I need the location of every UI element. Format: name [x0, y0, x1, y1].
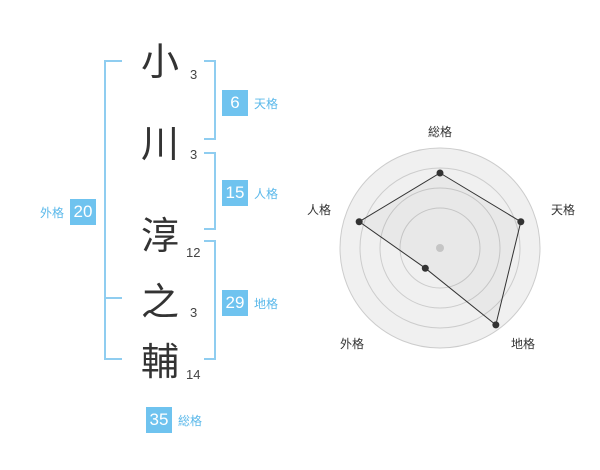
gaikaku-bracket-tick	[104, 297, 122, 299]
radar-series-polygon	[358, 172, 522, 326]
radar-point-3	[492, 321, 500, 329]
stroke-count-5: 14	[186, 367, 201, 382]
radar-grid-ring-1	[339, 147, 541, 349]
stroke-count-2: 3	[190, 147, 198, 162]
gaikaku-value: 20	[70, 199, 97, 225]
chikaku-bracket	[204, 240, 216, 360]
name-char-1: 小	[140, 40, 179, 84]
jinkaku-bracket	[204, 152, 216, 230]
radar-axis-label-soukaku: 総格	[427, 125, 452, 139]
gaikaku-label: 外格	[40, 205, 65, 220]
chikaku-label: 地格	[254, 296, 279, 311]
gaikaku-badge: 外格 20	[40, 199, 97, 225]
tenkaku-bracket	[204, 60, 216, 140]
tenkaku-value: 6	[222, 90, 248, 116]
chikaku-value: 29	[222, 290, 248, 316]
tenkaku-badge: 6 天格	[222, 90, 278, 116]
radar-grid-ring-3	[379, 187, 501, 309]
chikaku-badge: 29 地格	[222, 290, 278, 316]
radar-axis-label-gaikaku: 外格	[339, 337, 364, 351]
stroke-count-3: 12	[186, 245, 201, 260]
radar-center-dot	[436, 244, 444, 252]
jinkaku-label: 人格	[254, 186, 279, 201]
radar-point-4	[421, 264, 429, 272]
radar-point-5	[355, 218, 363, 226]
jinkaku-badge: 15 人格	[222, 180, 278, 206]
radar-point-1	[436, 169, 444, 177]
jinkaku-value: 15	[222, 180, 248, 206]
radar-axis-label-chikaku: 地格	[510, 337, 535, 351]
soukaku-label: 総格	[178, 413, 203, 428]
name-char-4: 之	[140, 280, 179, 324]
radar-point-2	[517, 218, 525, 226]
radar-axis-label-tenkaku: 天格	[550, 203, 575, 217]
radar-grid-ring-2	[359, 167, 521, 329]
name-char-2: 川	[140, 122, 179, 166]
stroke-count-4: 3	[190, 305, 198, 320]
radar-axis-label-jinkaku: 人格	[306, 203, 331, 217]
name-char-5: 輔	[140, 340, 179, 384]
stroke-count-1: 3	[190, 67, 198, 82]
radar-grid-ring-4	[399, 207, 481, 289]
soukaku-value: 35	[146, 407, 172, 433]
tenkaku-label: 天格	[254, 96, 279, 111]
gaikaku-bracket	[104, 60, 122, 360]
soukaku-badge: 35 総格	[146, 407, 202, 433]
name-char-3: 淳	[140, 214, 179, 258]
